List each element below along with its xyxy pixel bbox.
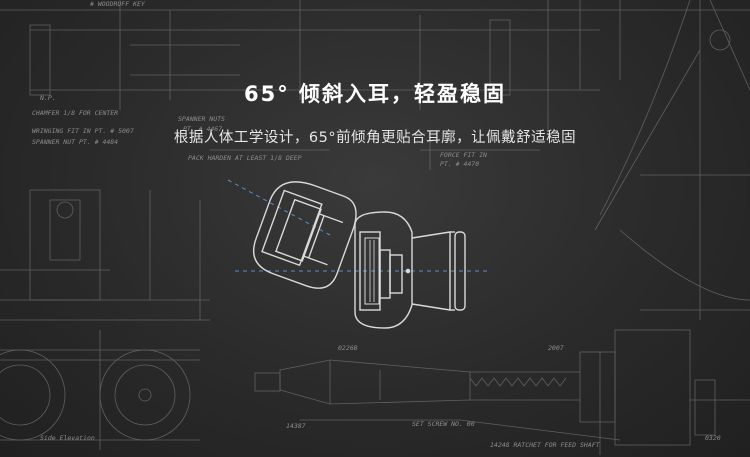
bp-label-2007: 2007	[548, 344, 564, 352]
earbud-illustration	[252, 181, 466, 329]
bp-label-spanner-nuts: SPANNER NUTS	[178, 115, 225, 123]
bp-label-pt-4467: PT. # 4467	[183, 125, 222, 133]
bp-label-woodruff: # WOODRUFF KEY	[89, 0, 146, 8]
axis-line-tilt	[227, 179, 331, 236]
bp-label-force-fit: FORCE FIT IN	[440, 151, 487, 159]
bp-label-set-screw: SET SCREW NO. 00	[412, 420, 475, 428]
bp-label-pt-4470: PT. # 4470	[440, 160, 479, 168]
bp-label-side-elevation: Side Elevation	[40, 434, 95, 442]
bp-label-chamfer: CHAMFER 1/8 FOR CENTER	[32, 109, 118, 117]
bp-label-14387: 14387	[286, 422, 306, 430]
bp-label-np: N.P.	[39, 94, 56, 102]
bp-label-0320: 0320	[705, 434, 721, 442]
bp-label-wringing: WRINGING FIT IN PT. # 5007	[32, 127, 134, 135]
bp-label-spanner-nut: SPANNER NUT PT. # 4484	[32, 138, 118, 146]
bp-label-pack: PACK HARDEN AT LEAST 1/8 DEEP	[188, 154, 302, 162]
headline: 65° 倾斜入耳，轻盈稳固	[243, 82, 507, 106]
bp-label-0226b: 0226B	[338, 344, 358, 352]
subheadline: 根据人体工学设计，65°前倾角更贴合耳廓，让佩戴舒适稳固	[173, 130, 577, 146]
bp-label-14248: 14248 RATCHET FOR FEED SHAFT	[490, 441, 601, 449]
